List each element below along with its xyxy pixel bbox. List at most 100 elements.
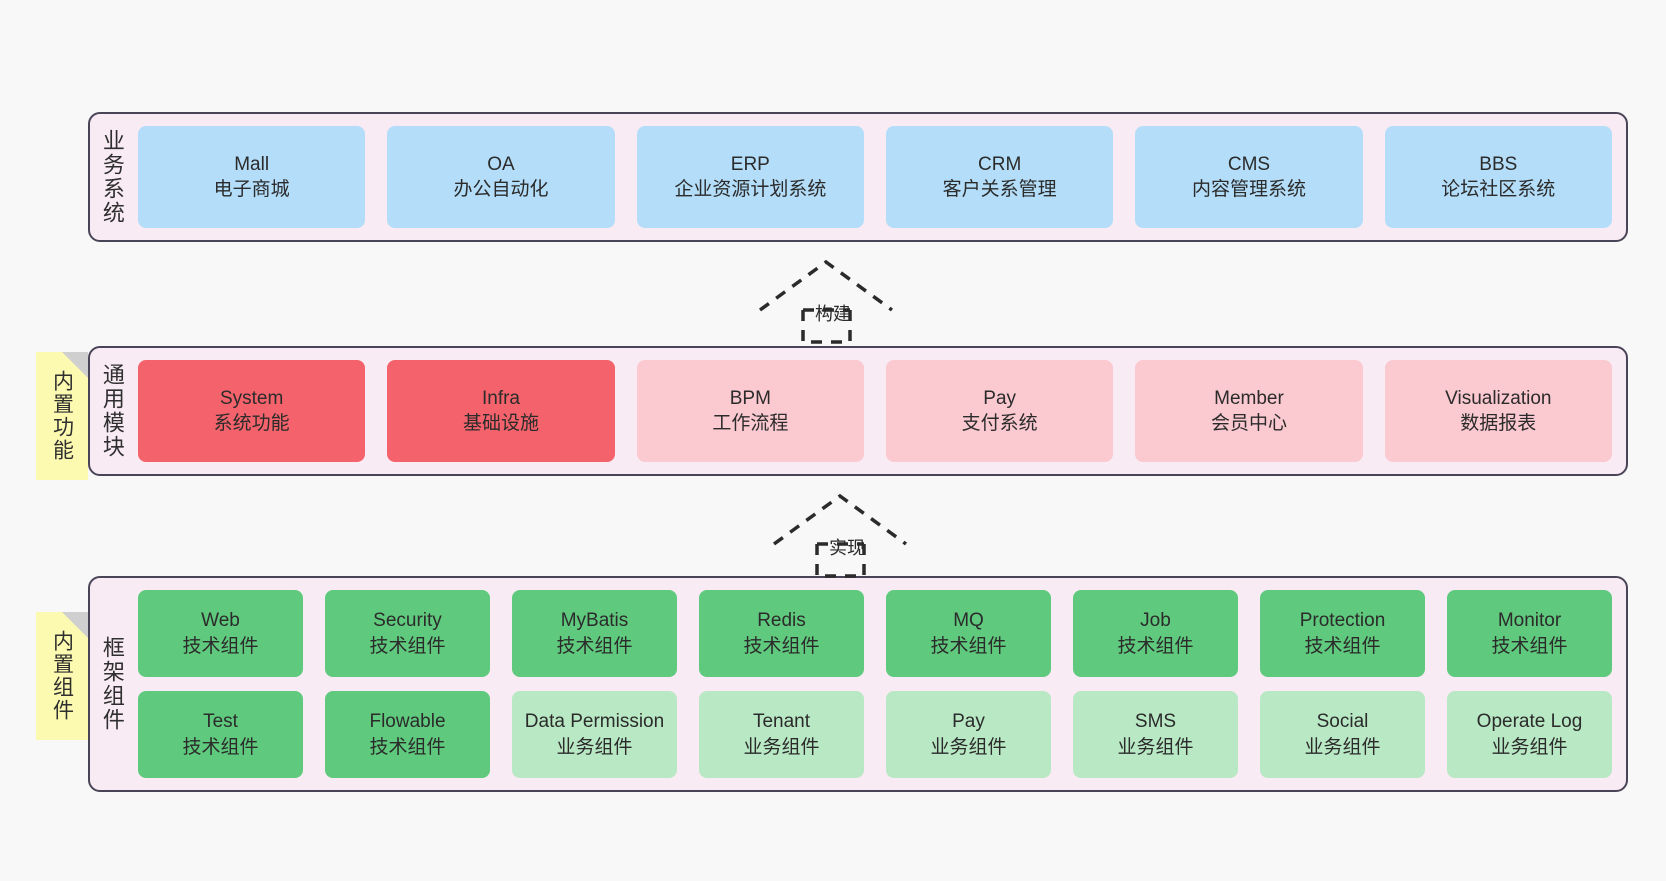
cell-crm-zh: 客户关系管理 [942, 179, 1057, 200]
cell-erp-en: ERP [730, 153, 770, 175]
cell-security-en: Security [373, 610, 442, 632]
cell-redis-zh: 技术组件 [743, 635, 820, 657]
cell-infra[interactable]: Infra 基础设施 [387, 360, 615, 462]
layer-body-common-modules: System 系统功能 Infra 基础设施 BPM 工作流程 Pay 支付系统… [134, 348, 1626, 474]
connector-build: 构建 [758, 258, 908, 344]
sticky-note-builtin-features[interactable]: 内置功能 [36, 352, 88, 480]
layer-business-systems[interactable]: 业务系统 Mall 电子商城 OA 办公自动化 ERP 企业资源计划系统 CRM… [88, 112, 1628, 242]
cell-pay-component[interactable]: Pay 业务组件 [886, 691, 1051, 778]
cell-mq-en: MQ [953, 610, 984, 632]
sticky-note-builtin-components[interactable]: 内置组件 [36, 612, 88, 740]
cell-erp[interactable]: ERP 企业资源计划系统 [636, 126, 864, 228]
layer-common-modules[interactable]: 通用模块 System 系统功能 Infra 基础设施 BPM 工作流程 Pay… [88, 346, 1628, 476]
cell-operate-log-zh: 业务组件 [1491, 736, 1568, 758]
layer-body-framework-components: Web 技术组件 Security 技术组件 MyBatis 技术组件 Redi… [134, 578, 1626, 790]
cell-bbs-zh: 论坛社区系统 [1441, 179, 1556, 200]
cell-pay-module[interactable]: Pay 支付系统 [885, 360, 1114, 462]
cell-mall[interactable]: Mall 电子商城 [138, 126, 366, 228]
cell-system-zh: 系统功能 [213, 413, 290, 434]
connector-implement-label: 实现 [829, 538, 865, 558]
cell-pay-module-en: Pay [983, 387, 1017, 409]
cell-oa-en: OA [487, 153, 515, 175]
connector-build-label: 构建 [815, 304, 851, 324]
cell-mq-zh: 技术组件 [930, 635, 1007, 657]
cell-data-permission[interactable]: Data Permission 业务组件 [512, 691, 677, 778]
cell-oa[interactable]: OA 办公自动化 [387, 126, 615, 228]
connector-implement: 实现 [772, 492, 922, 578]
cell-flowable-en: Flowable [369, 711, 446, 733]
cell-mybatis-en: MyBatis [560, 610, 629, 632]
sticky-fold-corner-icon [62, 352, 88, 378]
row-business-components: Test 技术组件 Flowable 技术组件 Data Permission … [138, 691, 1612, 778]
cell-protection[interactable]: Protection 技术组件 [1260, 590, 1425, 677]
cell-operate-log[interactable]: Operate Log 业务组件 [1447, 691, 1612, 778]
cell-redis[interactable]: Redis 技术组件 [699, 590, 864, 677]
cell-cms-zh: 内容管理系统 [1191, 179, 1306, 200]
cell-tenant-en: Tenant [752, 711, 811, 733]
cell-security-zh: 技术组件 [369, 635, 446, 657]
cell-job-zh: 技术组件 [1117, 635, 1194, 657]
cell-sms-zh: 业务组件 [1117, 736, 1194, 758]
cell-mall-zh: 电子商城 [213, 179, 290, 200]
cell-social[interactable]: Social 业务组件 [1260, 691, 1425, 778]
cell-pay-component-en: Pay [952, 711, 985, 733]
cell-tenant[interactable]: Tenant 业务组件 [699, 691, 864, 778]
cell-bpm-zh: 工作流程 [712, 413, 789, 434]
cell-visualization-en: Visualization [1445, 387, 1552, 409]
cell-infra-zh: 基础设施 [462, 413, 539, 434]
cell-data-permission-en: Data Permission [524, 711, 665, 733]
sticky-note-builtin-components-label: 内置组件 [50, 630, 74, 722]
cell-test-en: Test [203, 711, 238, 733]
cell-social-zh: 业务组件 [1304, 736, 1381, 758]
cell-system[interactable]: System 系统功能 [138, 360, 366, 462]
cell-crm[interactable]: CRM 客户关系管理 [885, 126, 1114, 228]
cell-sms-en: SMS [1134, 711, 1177, 733]
layer-framework-components[interactable]: 框架组件 Web 技术组件 Security 技术组件 MyBatis 技术组件… [88, 576, 1628, 792]
cell-web[interactable]: Web 技术组件 [138, 590, 303, 677]
cell-infra-en: Infra [481, 387, 520, 409]
cell-protection-zh: 技术组件 [1304, 635, 1381, 657]
cell-protection-en: Protection [1299, 610, 1386, 632]
cell-cms-en: CMS [1227, 153, 1271, 175]
layer-body-business-systems: Mall 电子商城 OA 办公自动化 ERP 企业资源计划系统 CRM 客户关系… [134, 114, 1626, 240]
cell-test[interactable]: Test 技术组件 [138, 691, 303, 778]
cell-monitor-zh: 技术组件 [1491, 635, 1568, 657]
arrowhead-up-icon [758, 259, 894, 312]
cell-test-zh: 技术组件 [182, 736, 259, 758]
cell-visualization[interactable]: Visualization 数据报表 [1384, 360, 1612, 462]
cell-security[interactable]: Security 技术组件 [325, 590, 490, 677]
cell-member[interactable]: Member 会员中心 [1135, 360, 1363, 462]
sticky-fold-corner-icon [62, 612, 88, 638]
cell-sms[interactable]: SMS 业务组件 [1073, 691, 1238, 778]
cell-oa-zh: 办公自动化 [453, 179, 549, 200]
cell-mybatis[interactable]: MyBatis 技术组件 [512, 590, 677, 677]
cell-crm-en: CRM [978, 153, 1022, 175]
cell-monitor-en: Monitor [1497, 610, 1562, 632]
cell-mq[interactable]: MQ 技术组件 [886, 590, 1051, 677]
cell-job[interactable]: Job 技术组件 [1073, 590, 1238, 677]
layer-title-common-modules: 通用模块 [99, 363, 125, 459]
cell-operate-log-en: Operate Log [1476, 711, 1583, 733]
cell-data-permission-zh: 业务组件 [556, 736, 633, 758]
cell-mall-en: Mall [234, 153, 270, 175]
row-common-modules: System 系统功能 Infra 基础设施 BPM 工作流程 Pay 支付系统… [138, 360, 1612, 462]
cell-system-en: System [219, 387, 284, 409]
cell-bbs[interactable]: BBS 论坛社区系统 [1384, 126, 1612, 228]
cell-erp-zh: 企业资源计划系统 [674, 179, 827, 200]
layer-title-framework-components: 框架组件 [99, 636, 125, 732]
cell-monitor[interactable]: Monitor 技术组件 [1447, 590, 1612, 677]
cell-web-en: Web [201, 610, 240, 632]
arrowhead-up-icon [772, 493, 908, 546]
row-tech-components: Web 技术组件 Security 技术组件 MyBatis 技术组件 Redi… [138, 590, 1612, 677]
cell-cms[interactable]: CMS 内容管理系统 [1135, 126, 1363, 228]
cell-flowable[interactable]: Flowable 技术组件 [325, 691, 490, 778]
cell-redis-en: Redis [757, 610, 806, 632]
cell-tenant-zh: 业务组件 [743, 736, 820, 758]
row-business-systems: Mall 电子商城 OA 办公自动化 ERP 企业资源计划系统 CRM 客户关系… [138, 126, 1612, 228]
cell-visualization-zh: 数据报表 [1460, 413, 1537, 434]
cell-web-zh: 技术组件 [182, 635, 259, 657]
cell-job-en: Job [1140, 610, 1171, 632]
cell-bpm[interactable]: BPM 工作流程 [636, 360, 864, 462]
cell-bpm-en: BPM [729, 387, 771, 409]
